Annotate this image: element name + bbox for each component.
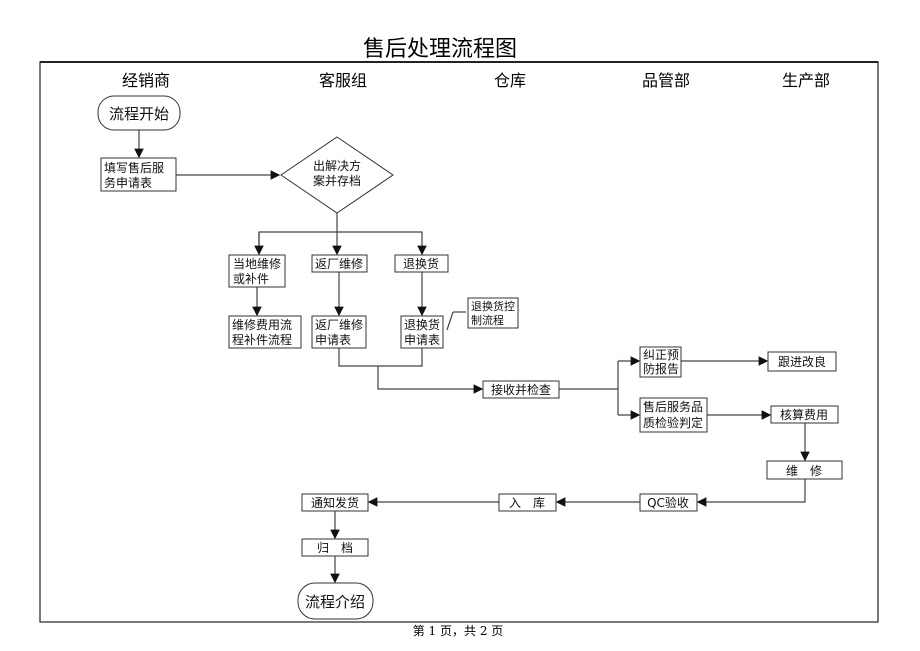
svg-text:填写售后服: 填写售后服 [104,160,164,175]
node-qc-acceptance: QC验收 [639,493,698,512]
svg-text:防报告: 防报告 [643,361,679,376]
svg-text:制流程: 制流程 [471,313,504,327]
svg-text:维修费用流: 维修费用流 [232,317,292,332]
svg-text:纠正预: 纠正预 [643,348,679,362]
svg-text:返厂维修: 返厂维修 [315,317,363,332]
svg-text:质检验判定: 质检验判定 [643,415,703,430]
column-warehouse: 仓库 [494,71,526,90]
node-archive: 归 档 [301,538,369,557]
svg-text:归 档: 归 档 [317,541,353,555]
svg-text:返厂维修: 返厂维修 [315,256,363,271]
node-decision: 出解决方 案并存档 [280,136,394,214]
node-corrective-report: 纠正预 防报告 [639,346,682,378]
svg-text:申请表: 申请表 [404,333,440,347]
node-start: 流程开始 [97,95,181,131]
note-exchange-control: 退换货控 制流程 [467,297,519,329]
node-cost-accounting: 核算费用 [770,405,839,424]
svg-text:流程介绍: 流程介绍 [305,593,365,611]
svg-text:申请表: 申请表 [315,333,351,347]
svg-text:当地维修: 当地维修 [233,256,281,271]
page-footer: 第 1 页，共 2 页 [413,624,504,638]
node-local-repair: 当地维修 或补件 [228,254,286,288]
svg-text:QC验收: QC验收 [647,495,689,510]
column-dealer: 经销商 [122,71,170,90]
svg-text:跟进改良: 跟进改良 [778,354,826,369]
svg-text:维 修: 维 修 [786,463,822,478]
node-fill-form: 填写售后服 务申请表 [100,157,177,192]
node-notify-shipping: 通知发货 [301,493,369,512]
svg-text:接收并检查: 接收并检查 [491,382,551,397]
svg-text:案并存档: 案并存档 [313,173,361,188]
svg-text:入 库: 入 库 [509,495,545,510]
svg-text:通知发货: 通知发货 [311,495,359,510]
svg-text:务申请表: 务申请表 [104,175,152,190]
node-repair: 维 修 [766,460,843,480]
svg-text:核算费用: 核算费用 [780,407,828,422]
column-customer-service: 客服组 [319,71,367,90]
svg-text:售后服务品: 售后服务品 [643,399,703,414]
column-quality: 品管部 [642,71,690,90]
svg-text:或补件: 或补件 [233,272,269,286]
node-warehousing: 入 库 [498,493,557,512]
svg-text:退换货控: 退换货控 [471,299,515,313]
connectors [134,130,810,584]
node-end: 流程介绍 [297,582,374,620]
node-receive-check: 接收并检查 [482,380,560,399]
node-factory-repair-form: 返厂维修 申请表 [311,315,367,349]
svg-text:出解决方: 出解决方 [313,158,361,173]
svg-text:流程开始: 流程开始 [109,105,169,123]
node-exchange-form: 退换货 申请表 [400,315,444,349]
svg-text:退换货: 退换货 [404,317,440,332]
svg-text:程补件流程: 程补件流程 [232,332,292,347]
svg-text:退换货: 退换货 [403,256,439,271]
node-repair-cost-flow: 维修费用流 程补件流程 [228,315,302,349]
node-follow-up: 跟进改良 [767,351,837,372]
page-title: 售后处理流程图 [363,37,517,62]
node-factory-repair: 返厂维修 [311,254,368,273]
column-production: 生产部 [782,71,830,90]
node-exchange: 退换货 [394,254,449,273]
frame [39,61,879,623]
node-quality-judgement: 售后服务品 质检验判定 [639,397,708,433]
